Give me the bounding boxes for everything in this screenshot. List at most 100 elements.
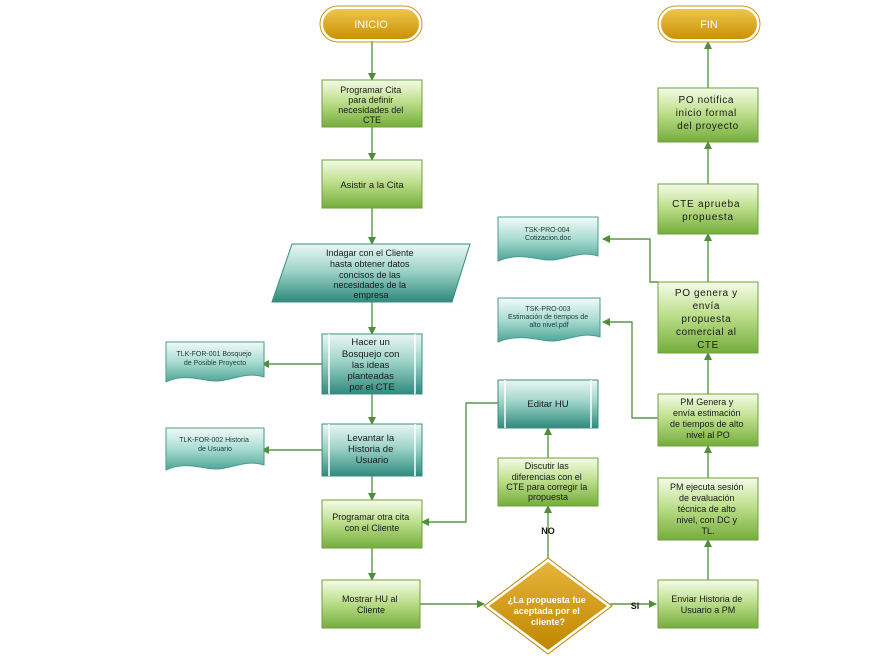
step-discutir-line-2: diferencias con el bbox=[512, 472, 582, 482]
step-po-notifica-line-1: PO notifica bbox=[679, 95, 735, 106]
step-pm-sesion-line-3: técnica de alto bbox=[678, 504, 736, 514]
step-po-propuesta-line-1: PO genera y bbox=[675, 288, 738, 299]
document-tlk-for-002: TLK-FOR-002 Historia de Usuario bbox=[165, 427, 265, 471]
step-po-propuesta: PO genera y envía propuesta comercial al… bbox=[657, 281, 759, 354]
document-tlk-for-002-line-2: de Usuario bbox=[198, 446, 232, 453]
step-pm-sesion: PM ejecuta sesión de evaluación técnica … bbox=[657, 477, 759, 541]
step-pm-estimacion: PM Genera y envía estimación de tiempos … bbox=[657, 393, 759, 447]
arrow-editar-to-programar-otra bbox=[421, 402, 498, 526]
step-pm-estimacion-line-3: de tiempos de alto bbox=[670, 419, 744, 429]
decision-line-2: aceptada por el bbox=[514, 606, 580, 616]
step-po-propuesta-line-5: CTE bbox=[697, 340, 719, 351]
step-bosquejo-text: Hacer un Bosquejo con las ideas plantead… bbox=[342, 337, 402, 393]
step-programar-cita-line-4: CTE bbox=[363, 115, 381, 125]
document-tlk-for-001: TLK-FOR-001 Bosquejo de Posible Proyecto bbox=[165, 341, 265, 383]
step-bosquejo-line-5: por el CTE bbox=[349, 382, 394, 393]
step-discutir-line-4: propuesta bbox=[528, 492, 568, 502]
step-mostrar-hu-line-1: Mostrar HU al bbox=[342, 594, 398, 604]
step-po-propuesta-line-4: comercial al bbox=[676, 327, 737, 338]
step-discutir-text: Discutir las diferencias con el CTE para… bbox=[506, 461, 590, 502]
step-levantar-hu: Levantar la Historia de Usuario bbox=[321, 423, 423, 477]
terminal-fin: FIN bbox=[657, 5, 761, 43]
step-mostrar-hu-text: Mostrar HU al Cliente bbox=[342, 594, 400, 615]
step-indagar-line-2: hasta obtener datos bbox=[330, 259, 410, 269]
step-bosquejo-line-3: las ideas bbox=[352, 360, 390, 371]
step-indagar-line-3: concisos de las bbox=[339, 270, 401, 280]
step-enviar-hu-pm-line-2: Usuario a PM bbox=[681, 605, 736, 615]
step-discutir-line-3: CTE para corregir la bbox=[506, 482, 587, 492]
step-bosquejo-line-2: Bosquejo con bbox=[342, 349, 400, 360]
document-tlk-for-001-line-2: de Posible Proyecto bbox=[184, 360, 246, 367]
step-bosquejo-line-1: Hacer un bbox=[351, 337, 390, 348]
step-programar-cita-line-3: necesidades del bbox=[338, 105, 403, 115]
step-programar-cita-line-1: Programar Cita bbox=[340, 85, 401, 95]
step-discutir-line-1: Discutir las bbox=[525, 461, 570, 471]
document-tsk-pro-003-line-1: TSK-PRO-003 bbox=[525, 306, 570, 313]
step-po-notifica-line-2: inicio formal bbox=[676, 108, 737, 119]
step-pm-sesion-line-4: nivel, con DC y bbox=[676, 515, 737, 525]
step-cte-aprueba-text: CTE aprueba propuesta bbox=[672, 199, 744, 223]
document-tsk-pro-003-text: TSK-PRO-003 Estimación de tiempos de alt… bbox=[508, 306, 590, 329]
terminal-inicio: INICIO bbox=[319, 5, 423, 43]
document-tsk-pro-004-line-1: TSK-PRO-004 bbox=[524, 227, 569, 234]
decision-line-3: cliente? bbox=[531, 617, 565, 627]
step-levantar-hu-text: Levantar la Historia de Usuario bbox=[347, 433, 397, 466]
step-pm-estimacion-text: PM Genera y envía estimación de tiempos … bbox=[670, 397, 746, 440]
step-editar-hu: Editar HU bbox=[497, 379, 599, 429]
step-editar-hu-text: Editar HU bbox=[527, 399, 568, 410]
step-indagar-line-4: necesidades de la bbox=[333, 280, 406, 290]
step-pm-sesion-text: PM ejecuta sesión de evaluación técnica … bbox=[670, 482, 746, 536]
document-tsk-pro-004-text: TSK-PRO-004 Cotizacion.doc bbox=[524, 227, 571, 242]
step-mostrar-hu-line-2: Cliente bbox=[357, 605, 385, 615]
step-mostrar-hu: Mostrar HU al Cliente bbox=[321, 579, 421, 629]
step-po-propuesta-line-2: envía bbox=[693, 301, 720, 312]
step-enviar-hu-pm-text: Enviar Historia de Usuario a PM bbox=[671, 594, 745, 615]
terminal-inicio-label: INICIO bbox=[354, 19, 388, 31]
step-programar-cita-line-2: para definir bbox=[348, 95, 393, 105]
step-editar-hu-line-1: Editar HU bbox=[527, 399, 568, 410]
step-indagar-line-1: Indagar con el Cliente bbox=[326, 248, 414, 258]
step-programar-otra-cita-text: Programar otra cita con el Cliente bbox=[332, 512, 412, 533]
step-bosquejo-line-4: planteadas bbox=[347, 371, 394, 382]
step-levantar-hu-line-3: Usuario bbox=[356, 455, 389, 466]
document-tsk-pro-003: TSK-PRO-003 Estimación de tiempos de alt… bbox=[497, 297, 601, 343]
step-pm-estimacion-line-1: PM Genera y bbox=[680, 397, 734, 407]
step-po-notifica-text: PO notifica inicio formal del proyecto bbox=[676, 95, 741, 132]
decision-propuesta-aceptada: ¿La propuesta fue aceptada por el client… bbox=[483, 557, 613, 655]
decision-line-1: ¿La propuesta fue bbox=[508, 595, 586, 605]
step-asistir-cita: Asistir a la Cita bbox=[321, 159, 423, 209]
step-cte-aprueba: CTE aprueba propuesta bbox=[657, 183, 759, 235]
step-po-propuesta-text: PO genera y envía propuesta comercial al… bbox=[675, 288, 741, 351]
step-bosquejo: Hacer un Bosquejo con las ideas plantead… bbox=[321, 333, 423, 395]
step-discutir: Discutir las diferencias con el CTE para… bbox=[497, 457, 599, 507]
label-si: SI bbox=[631, 601, 640, 611]
terminal-fin-label: FIN bbox=[700, 19, 718, 31]
step-pm-sesion-line-1: PM ejecuta sesión bbox=[670, 482, 744, 492]
connectors bbox=[261, 40, 712, 608]
step-pm-sesion-line-2: de evaluación bbox=[679, 493, 735, 503]
decision-text: ¿La propuesta fue aceptada por el client… bbox=[508, 595, 589, 627]
step-enviar-hu-pm-line-1: Enviar Historia de bbox=[671, 594, 742, 604]
document-tsk-pro-003-line-3: alto nivel.pdf bbox=[529, 322, 568, 329]
step-programar-otra-cita: Programar otra cita con el Cliente bbox=[321, 499, 423, 549]
step-indagar: Indagar con el Cliente hasta obtener dat… bbox=[271, 243, 471, 303]
step-pm-estimacion-line-4: nivel al PO bbox=[686, 430, 730, 440]
document-tsk-pro-004-line-2: Cotizacion.doc bbox=[525, 235, 571, 242]
arrow-po-propuesta-to-doc4 bbox=[602, 235, 658, 283]
step-programar-cita: Programar Cita para definir necesidades … bbox=[321, 79, 423, 128]
arrow-estimacion-to-doc3 bbox=[602, 318, 658, 419]
document-tsk-pro-004: TSK-PRO-004 Cotizacion.doc bbox=[497, 216, 599, 262]
step-po-notifica: PO notifica inicio formal del proyecto bbox=[657, 87, 759, 143]
step-enviar-hu-pm: Enviar Historia de Usuario a PM bbox=[657, 579, 759, 629]
step-po-notifica-line-3: del proyecto bbox=[677, 121, 739, 132]
step-programar-cita-text: Programar Cita para definir necesidades … bbox=[338, 85, 406, 125]
step-levantar-hu-line-1: Levantar la bbox=[347, 433, 395, 444]
step-po-propuesta-line-3: propuesta bbox=[681, 314, 731, 325]
step-programar-otra-cita-line-1: Programar otra cita bbox=[332, 512, 409, 522]
step-indagar-line-5: empresa bbox=[353, 290, 388, 300]
step-asistir-cita-text: Asistir a la Cita bbox=[340, 180, 404, 191]
step-indagar-text: Indagar con el Cliente hasta obtener dat… bbox=[326, 248, 416, 300]
document-tsk-pro-003-line-2: Estimación de tiempos de bbox=[508, 314, 588, 321]
label-no: NO bbox=[541, 526, 555, 536]
